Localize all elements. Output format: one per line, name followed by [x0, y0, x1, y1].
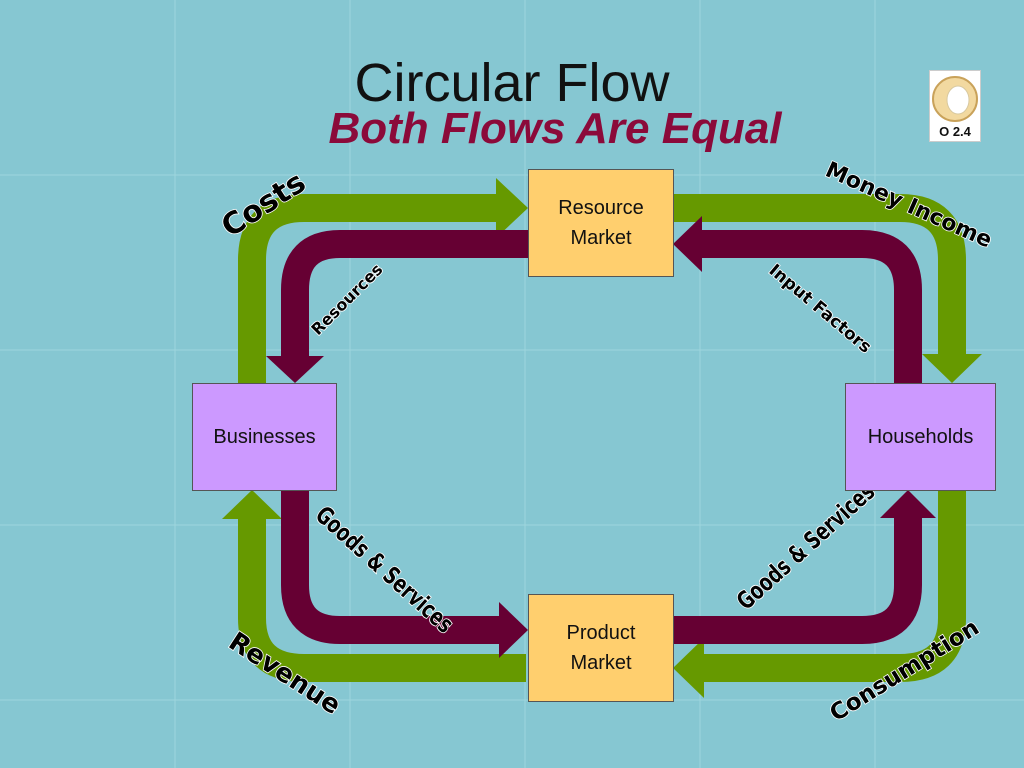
slide-number: O 2.4 — [939, 124, 971, 139]
resources-arrowhead — [266, 356, 324, 383]
resource-market-box: Resource Market — [528, 169, 674, 277]
goods-services-left-arrowhead — [499, 602, 528, 658]
product-market-box: Product Market — [528, 594, 674, 702]
input-factors-arrowhead — [673, 216, 702, 272]
households-label: Households — [867, 426, 974, 448]
goods-services-right-flow-arrow — [673, 512, 922, 644]
revenue-arrowhead — [222, 490, 282, 519]
egg-logo-icon — [932, 76, 978, 122]
consumption-arrowhead — [673, 638, 704, 698]
input-factors-flow-arrow — [700, 230, 922, 383]
businesses-box: Businesses — [192, 383, 337, 491]
input-factors-label: Input Factors — [765, 261, 875, 358]
goods-services-right-arrowhead — [880, 490, 936, 518]
money-income-flow-arrow — [674, 194, 966, 362]
businesses-label: Businesses — [213, 426, 316, 448]
product-market-label: Product Market — [566, 622, 636, 674]
consumption-flow-arrow — [700, 490, 966, 682]
goods-services-right-label: Goods & Services — [732, 478, 881, 616]
resources-flow-arrow — [281, 230, 528, 362]
page-subtitle: Both Flows Are Equal — [328, 104, 782, 153]
slide-badge: O 2.4 — [929, 70, 981, 142]
costs-flow-arrow — [238, 194, 500, 383]
resources-label: Resources — [307, 260, 386, 339]
money-income-arrowhead — [922, 354, 982, 383]
costs-arrowhead — [496, 178, 528, 238]
page-title: Circular Flow — [354, 53, 670, 113]
households-box: Households — [845, 383, 996, 491]
resource-market-label: Resource Market — [558, 197, 644, 249]
revenue-flow-arrow — [238, 510, 526, 682]
goods-services-left-flow-arrow — [281, 490, 500, 644]
